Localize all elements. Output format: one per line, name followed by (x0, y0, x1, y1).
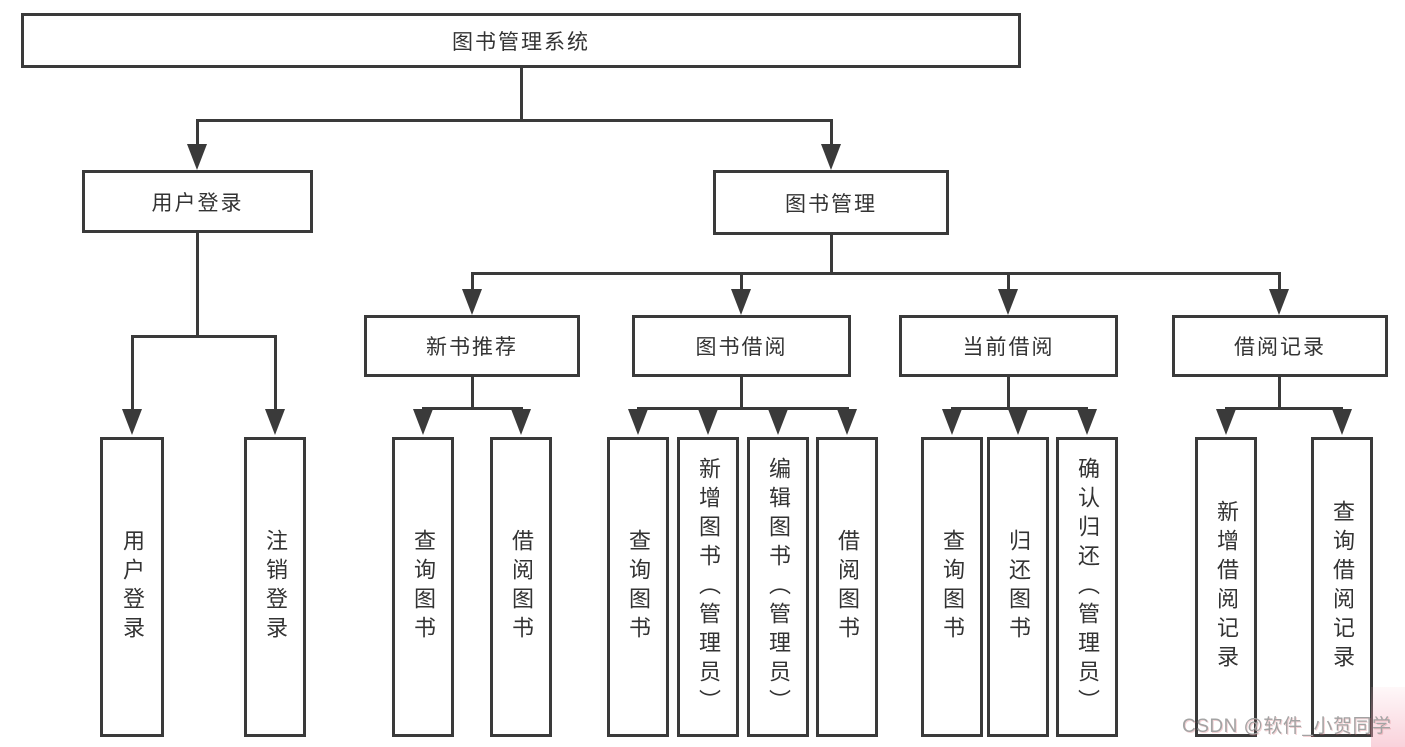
arrow-down-icon (511, 409, 531, 435)
connector-level1-bus (196, 119, 832, 122)
arrow-down-icon (122, 409, 142, 435)
arrow-down-icon (698, 409, 718, 435)
arrow-down-icon (1077, 409, 1097, 435)
arrow-down-icon (628, 409, 648, 435)
connector-current-borrow-stem (1007, 377, 1010, 408)
node-leaf-logout: 注销登录 (244, 437, 306, 737)
node-leaf-user-login: 用户登录 (100, 437, 164, 737)
connector-to-current-borrow (1007, 272, 1010, 292)
connector-user-login-bus (131, 335, 277, 338)
connector-book-borrow-bus (637, 407, 849, 410)
node-leaf-add-borrow-record: 新增借阅记录 (1195, 437, 1257, 737)
node-book-management-system: 图书管理系统 (21, 13, 1021, 68)
arrow-down-icon (998, 289, 1018, 315)
node-new-book-recommend: 新书推荐 (364, 315, 580, 377)
arrow-down-icon (837, 409, 857, 435)
connector-level2-bus (471, 272, 1280, 275)
node-leaf-query-books-1: 查询图书 (392, 437, 454, 737)
connector-new-book-recommend-stem (471, 377, 474, 408)
connector-user-login-stem (196, 233, 199, 337)
arrow-down-icon (731, 289, 751, 315)
node-leaf-query-borrow-record: 查询借阅记录 (1311, 437, 1373, 737)
node-leaf-edit-book-admin: 编辑图书（管理员） (747, 437, 809, 737)
arrow-down-icon (1008, 409, 1028, 435)
csdn-watermark: CSDN @软件_小贺同学 (1182, 716, 1392, 737)
connector-book-management-stem (830, 235, 833, 274)
connector-current-borrow-bus (951, 407, 1088, 410)
node-book-management: 图书管理 (713, 170, 949, 235)
arrow-down-icon (462, 289, 482, 315)
node-leaf-return-books: 归还图书 (987, 437, 1049, 737)
connector-borrow-records-bus (1225, 407, 1343, 410)
connector-new-book-recommend-bus (422, 407, 523, 410)
node-leaf-borrow-books-2: 借阅图书 (816, 437, 878, 737)
arrow-down-icon (265, 409, 285, 435)
node-leaf-query-books-3: 查询图书 (921, 437, 983, 737)
arrow-down-icon (942, 409, 962, 435)
connector-to-user-login (196, 119, 199, 146)
node-leaf-confirm-return-admin: 确认归还（管理员） (1056, 437, 1118, 737)
arrow-down-icon (1269, 289, 1289, 315)
connector-to-book-management (830, 119, 833, 146)
connector-borrow-records-stem (1278, 377, 1281, 408)
arrow-down-icon (187, 144, 207, 170)
node-book-borrow: 图书借阅 (632, 315, 851, 377)
arrow-down-icon (768, 409, 788, 435)
arrow-down-icon (1332, 409, 1352, 435)
node-leaf-add-book-admin: 新增图书（管理员） (677, 437, 739, 737)
node-current-borrow: 当前借阅 (899, 315, 1118, 377)
node-user-login: 用户登录 (82, 170, 313, 233)
connector-root-stem (520, 68, 523, 122)
node-leaf-query-books-2: 查询图书 (607, 437, 669, 737)
arrow-down-icon (1216, 409, 1236, 435)
node-leaf-borrow-books-1: 借阅图书 (490, 437, 552, 737)
corner-pink-tint (1371, 687, 1405, 747)
connector-to-book-borrow (740, 272, 743, 292)
node-borrow-records: 借阅记录 (1172, 315, 1388, 377)
connector-to-leaf-logout (274, 335, 277, 411)
connector-to-leaf-user-login (131, 335, 134, 411)
arrow-down-icon (821, 144, 841, 170)
connector-to-borrow-records (1278, 272, 1281, 292)
connector-to-new-book-recommend (471, 272, 474, 292)
connector-book-borrow-stem (740, 377, 743, 408)
arrow-down-icon (413, 409, 433, 435)
